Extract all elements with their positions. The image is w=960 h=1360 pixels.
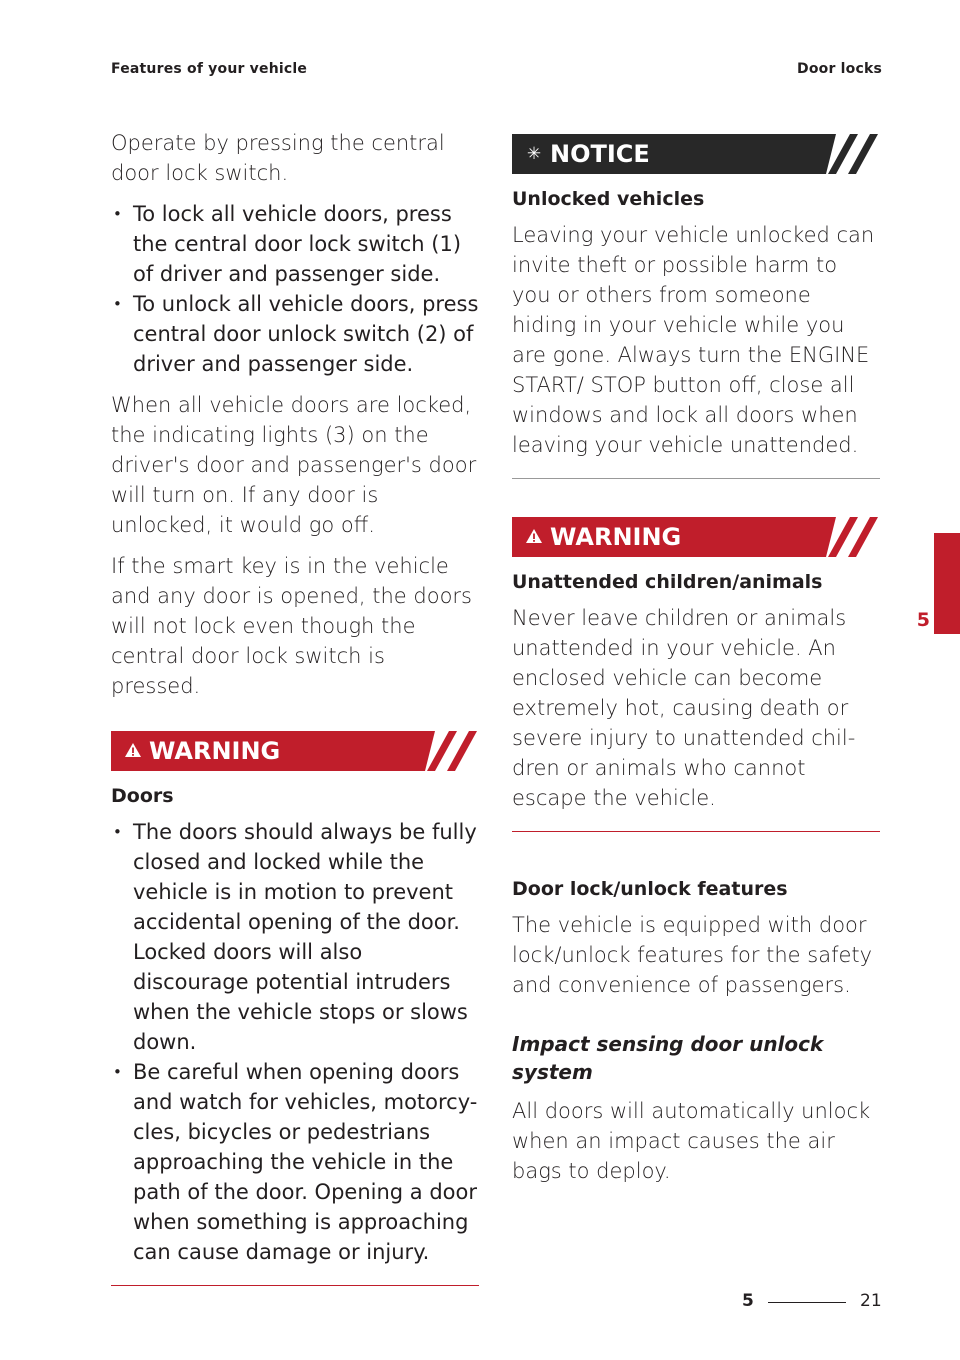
- notice-banner: ✳ NOTICE: [512, 134, 880, 174]
- subsection-text: All doors will automatically unlock when…: [512, 1099, 871, 1183]
- footer-divider: [768, 1302, 846, 1303]
- switch-instructions-list: To lock all vehicle doors, press the cen…: [111, 199, 479, 379]
- list-item: The doors should always be fully closed …: [111, 817, 479, 1057]
- notice-title: Unlocked vehicles: [512, 188, 705, 210]
- left-column: Operate by pressing the central door loc…: [111, 128, 479, 1286]
- warning-banner: WARNING: [512, 517, 880, 557]
- intro-paragraph: Operate by pressing the central door loc…: [111, 131, 445, 185]
- warning-list: The doors should always be fully closed …: [111, 817, 479, 1267]
- chapter-tab-number: 5: [916, 609, 930, 631]
- warning-banner: WARNING: [111, 731, 479, 771]
- banner-slash-decoration: [425, 731, 479, 771]
- notice-text: Leaving your vehicle unlocked can invite…: [512, 223, 875, 457]
- warning-label: WARNING: [550, 523, 682, 551]
- subsection-title: Impact sensing door unlock system: [512, 1032, 824, 1084]
- section-title: Door lock/unlock features: [512, 878, 788, 900]
- footer-chapter-number: 5: [742, 1291, 754, 1311]
- smart-key-paragraph: If the smart key is in the vehicle and a…: [111, 554, 472, 698]
- running-header-section: Features of your vehicle: [111, 61, 308, 77]
- warning-end-rule: [111, 1285, 479, 1286]
- warning-triangle-icon: [524, 517, 544, 557]
- list-item: Be careful when opening doors and watch …: [111, 1057, 479, 1267]
- warning-triangle-icon: [123, 731, 143, 771]
- warning-title: Doors: [111, 785, 174, 807]
- right-column: ✳ NOTICE Unlocked vehicles Leaving your …: [512, 134, 880, 1197]
- notice-label: NOTICE: [550, 140, 650, 168]
- asterisk-icon: ✳: [526, 144, 542, 164]
- footer-page-number: 21: [860, 1291, 882, 1311]
- warning-text: Never leave children or animals unattend…: [512, 606, 856, 810]
- list-item: To unlock all vehicle doors, press centr…: [111, 289, 479, 379]
- indicator-lights-paragraph: When all vehicle doors are locked, the i…: [111, 393, 477, 537]
- warning-label: WARNING: [149, 737, 281, 765]
- banner-slash-decoration: [826, 134, 880, 174]
- running-header-topic: Door locks: [797, 61, 882, 77]
- warning-end-rule: [512, 831, 880, 832]
- notice-end-rule: [512, 478, 880, 479]
- list-item: To lock all vehicle doors, press the cen…: [111, 199, 479, 289]
- banner-slash-decoration: [826, 517, 880, 557]
- section-text: The vehicle is equipped with door lock/u…: [512, 913, 873, 997]
- chapter-tab: [934, 533, 960, 634]
- warning-title: Unattended children/animals: [512, 571, 823, 593]
